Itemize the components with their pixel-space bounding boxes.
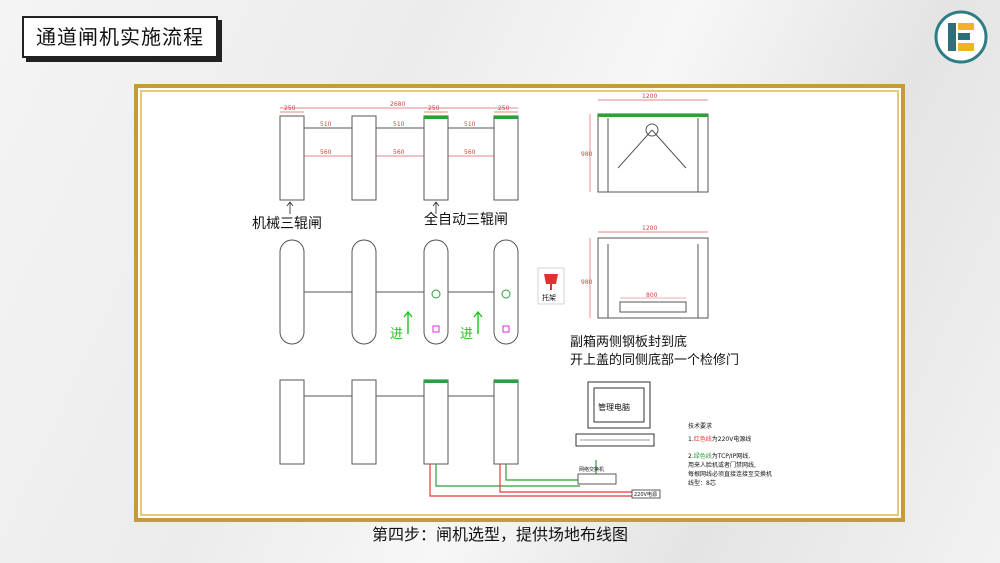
entry-arrow-icons: [403, 310, 483, 334]
card-reader-1: [432, 325, 440, 333]
diagram-frame: 250 2680 250 250 510 510 510 560 560 560…: [134, 84, 905, 522]
turnstile-elevation: [279, 115, 519, 201]
turnstile-wiring-view: [279, 379, 519, 465]
dim-560-c: 560: [464, 149, 476, 156]
power-label: 220V电源: [634, 491, 657, 498]
dim-510-b: 510: [393, 121, 405, 128]
dim-510-c: 510: [464, 121, 476, 128]
tech-line-2: 2.绿色线为TCP/IP网线,: [688, 452, 750, 460]
dim-250-a: 250: [284, 105, 296, 112]
switch-label: 网络交换机: [579, 466, 604, 473]
site-wiring-diagram: 250 2680 250 250 510 510 510 560 560 560…: [252, 93, 772, 499]
auto-lid-1: [424, 116, 448, 119]
cabinet-front-view: [597, 113, 709, 193]
label-automatic-tripod: 全自动三辊闸: [424, 211, 508, 228]
auto-lid-2: [494, 116, 518, 119]
dim-2680: 2680: [390, 101, 405, 108]
page-title: 通道闸机实施流程: [22, 16, 218, 58]
tech-line-3: 用来人脸机或者门禁网线,: [688, 461, 756, 469]
tech-line-1: 1.红色线为220V电源线: [688, 435, 751, 443]
dim-1200-b: 1200: [642, 225, 657, 232]
card-reader-2: [502, 325, 510, 333]
step-caption: 第四步：闸机选型，提供场地布线图: [371, 525, 628, 544]
dim-800: 800: [646, 292, 658, 299]
auto-lid-3: [424, 380, 448, 383]
dimension-lines: [280, 107, 518, 157]
computer-label: 管理电脑: [598, 402, 630, 412]
company-logo: [934, 10, 988, 64]
dim-510-a: 510: [320, 121, 332, 128]
tech-requirements: 技术要求 1.红色线为220V电源线 2.绿色线为TCP/IP网线, 用来人脸机…: [688, 422, 772, 487]
turnstile-plan: [279, 239, 519, 345]
dim-250-c: 250: [498, 105, 510, 112]
entry-label-1: 进: [390, 327, 403, 342]
dim-980-b: 980: [581, 279, 593, 286]
note-line-1: 副箱两侧钢板封到底: [570, 334, 687, 350]
bracket-icon: [537, 267, 565, 305]
dim-980-a: 980: [581, 151, 593, 158]
tech-line-5: 线型：8芯: [688, 479, 716, 487]
tech-line-4: 每根网线必须直接连接至交换机: [688, 470, 772, 478]
label-mechanical-tripod: 机械三辊闸: [252, 216, 322, 232]
tech-heading: 技术要求: [688, 422, 712, 430]
power-cables: [429, 464, 632, 497]
dim-560-a: 560: [320, 149, 332, 156]
dim-560-b: 560: [393, 149, 405, 156]
up-arrow-icons: [286, 201, 440, 214]
cabinet-side-view: [597, 237, 709, 319]
dim-1200-a: 1200: [642, 93, 657, 100]
power-supply-icon: [631, 489, 661, 499]
cabinet-lid: [598, 114, 708, 117]
note-line-2: 开上盖的同侧底部一个检修门: [570, 352, 739, 368]
entry-label-2: 进: [460, 327, 473, 342]
auto-lid-4: [494, 380, 518, 383]
bracket-label: 托架: [542, 293, 556, 302]
dim-250-b: 250: [428, 105, 440, 112]
management-computer-icon: [575, 381, 655, 447]
network-switch-icon: [577, 473, 617, 485]
network-cables: [435, 460, 597, 487]
